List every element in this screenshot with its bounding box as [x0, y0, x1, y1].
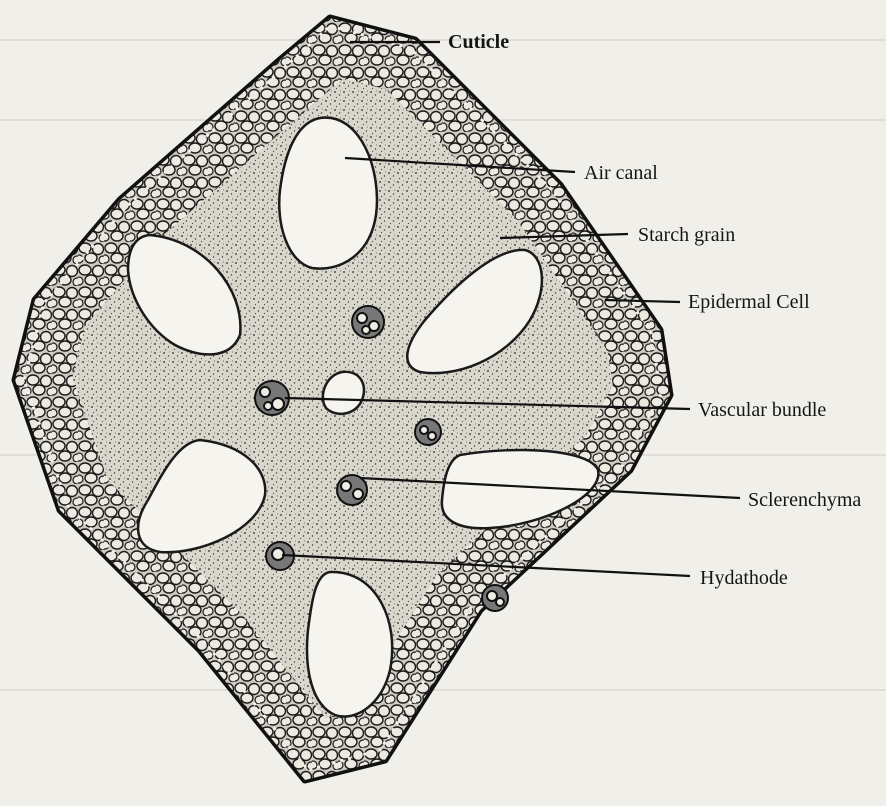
- vascular-bundle-bottom-right: [482, 585, 508, 611]
- label-hydathode: Hydathode: [700, 568, 788, 588]
- vascular-bundle-center-upper: [352, 306, 384, 338]
- label-starch-grain: Starch grain: [638, 225, 735, 245]
- vascular-bundle-center-lower: [337, 475, 367, 505]
- label-sclerenchyma: Sclerenchyma: [748, 490, 861, 510]
- label-vascular-bundle: Vascular bundle: [698, 400, 826, 420]
- air-canal-top: [279, 118, 377, 269]
- vascular-bundle-left: [255, 381, 289, 415]
- label-cuticle: Cuticle: [448, 32, 509, 52]
- label-epidermal-cell: Epidermal Cell: [688, 292, 810, 312]
- air-canal-center-small: [323, 372, 364, 414]
- vascular-bundle-right: [415, 419, 441, 445]
- label-air-canal: Air canal: [584, 163, 658, 183]
